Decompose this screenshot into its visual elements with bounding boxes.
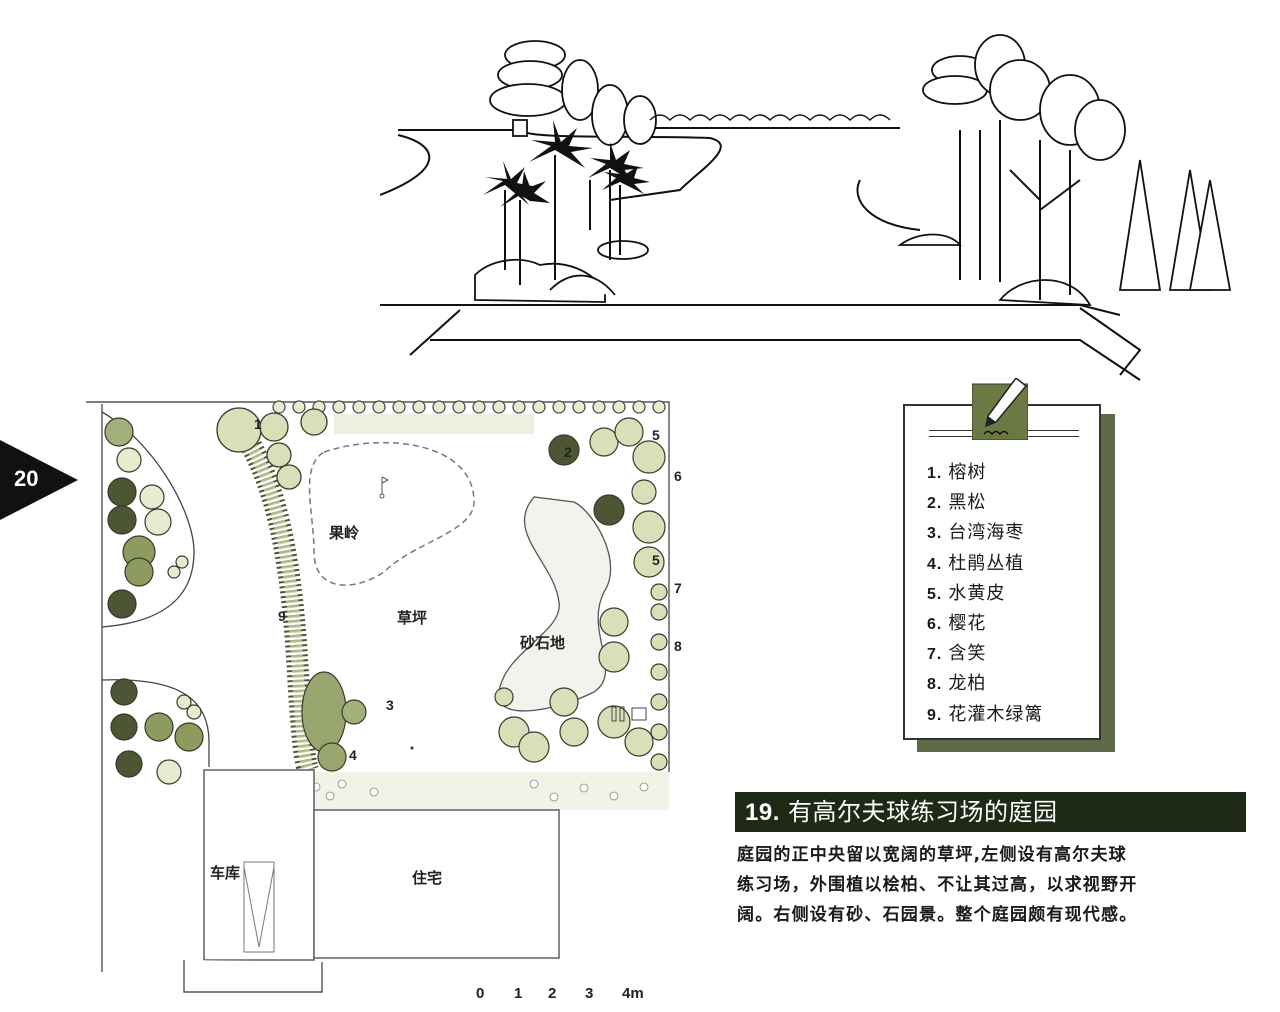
legend-item: 1.榕树 bbox=[927, 462, 987, 483]
garden-plan: 果岭 草坪 砂石地 车库 住宅 1 2 3 4 5 5 6 7 8 9 bbox=[84, 392, 684, 1008]
marker-2: 2 bbox=[564, 444, 572, 460]
caption-body: 庭园的正中央留以宽阔的草坪,左侧设有高尔夫球 练习场，外围植以桧柏、不让其过高，… bbox=[737, 840, 1257, 930]
marker-9: 9 bbox=[278, 608, 286, 624]
caption-line: 庭园的正中央留以宽阔的草坪,左侧设有高尔夫球 bbox=[737, 845, 1127, 865]
legend-item: 5.水黄皮 bbox=[927, 582, 1006, 604]
legend-item: 4.杜鹃丛植 bbox=[927, 552, 1025, 574]
marker-1: 1 bbox=[254, 416, 262, 432]
caption-number: 19. bbox=[745, 799, 780, 826]
label-putting-green: 果岭 bbox=[329, 524, 360, 542]
label-garage: 车库 bbox=[210, 864, 241, 882]
page-number: 20 bbox=[14, 466, 39, 491]
page-number-tab: 20 bbox=[0, 440, 78, 520]
scale-tick-4m: 4m bbox=[622, 985, 644, 1002]
marker-8: 8 bbox=[674, 638, 682, 654]
pencil-icon bbox=[972, 378, 1028, 440]
label-gravel: 砂石地 bbox=[520, 634, 566, 652]
marker-5a: 5 bbox=[652, 427, 660, 443]
marker-3: 3 bbox=[386, 697, 394, 713]
marker-4: 4 bbox=[349, 747, 357, 763]
label-lawn: 草坪 bbox=[397, 609, 428, 627]
caption-line: 练习场，外围植以桧柏、不让其过高，以求视野开 bbox=[737, 875, 1138, 895]
caption-line: 阔。右侧设有砂、石园景。整个庭园颇有现代感。 bbox=[737, 905, 1138, 925]
plan-drawing bbox=[86, 400, 670, 993]
scale-tick-1: 1 bbox=[514, 985, 523, 1002]
caption-title-text: 有高尔夫球练习场的庭园 bbox=[788, 798, 1058, 826]
legend-card: 1.榕树 2.黑松 3.台湾海枣 4.杜鹃丛植 5.水黄皮 6.樱花 7.含笑 … bbox=[903, 404, 1101, 740]
legend-item: 9.花灌木绿篱 bbox=[927, 703, 1044, 725]
legend-item: 6.樱花 bbox=[927, 612, 987, 634]
legend-item: 7.含笑 bbox=[927, 643, 987, 665]
marker-5b: 5 bbox=[652, 552, 660, 568]
scale-tick-2: 2 bbox=[548, 985, 557, 1002]
scale-tick-3: 3 bbox=[585, 985, 594, 1002]
legend-list: 1.榕树 2.黑松 3.台湾海枣 4.杜鹃丛植 5.水黄皮 6.樱花 7.含笑 … bbox=[927, 458, 1043, 730]
marker-6: 6 bbox=[674, 468, 682, 484]
marker-7: 7 bbox=[674, 580, 682, 596]
page-tab-arrow-icon bbox=[0, 440, 78, 520]
legend-item: 3.台湾海枣 bbox=[927, 522, 1025, 544]
label-house: 住宅 bbox=[412, 869, 443, 887]
scale-bar: 0 1 2 3 4m bbox=[470, 985, 670, 1007]
legend-item: 8.龙柏 bbox=[927, 673, 987, 695]
perspective-sketch bbox=[380, 34, 1232, 381]
scale-tick-0: 0 bbox=[476, 985, 485, 1002]
legend-item: 2.黑松 bbox=[927, 492, 987, 514]
caption-title: 19. 有高尔夫球练习场的庭园 bbox=[735, 792, 1246, 832]
